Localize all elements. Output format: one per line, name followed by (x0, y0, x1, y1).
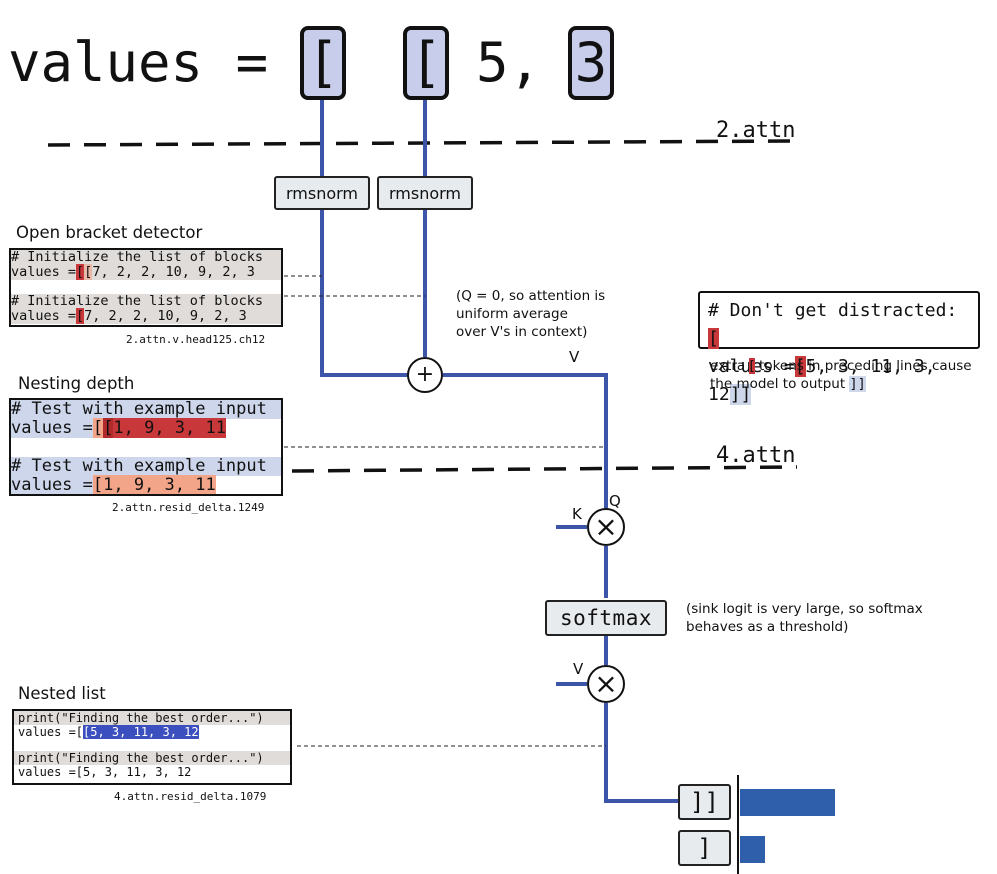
bracket-spacer (11, 280, 281, 294)
panel-depth: # Test with example input values =[[1, 9… (9, 398, 283, 496)
header-prefix: values = (8, 31, 269, 94)
distract-note-c: the model to output (710, 376, 850, 392)
layer-separator-2attn (47, 139, 798, 147)
depth-spacer (11, 438, 281, 457)
sink-note-line-1: (sink logit is very large, so softmax (686, 601, 923, 617)
bracket-row-2b: values =[7, 2, 2, 10, 9, 2, 3 (11, 308, 281, 324)
distract-line-1: # Don't get distracted: [ (708, 297, 970, 353)
bracket-row-2a: # Initialize the list of blocks (11, 294, 281, 309)
multiply-node-v: × (587, 665, 625, 703)
multiply-node-qk: × (587, 508, 625, 546)
distract-line-2-end: ]] (729, 384, 752, 405)
q-label: Q (609, 492, 621, 510)
distract-line-1-hl: [ (708, 328, 719, 349)
distract-note-hl: [ (749, 358, 755, 374)
panel-title-bracket: Open bracket detector (16, 223, 203, 242)
depth-row-2a: # Test with example input (11, 457, 281, 476)
distract-line-2-hl: [ (794, 356, 806, 377)
depth-row-2b-prefix: values = (11, 475, 93, 495)
nested-row-1a: print("Finding the best order...") (14, 711, 290, 725)
depth-row-2b-hl2: 1, 9, 3, 11 (103, 475, 216, 495)
distract-note-b: tokens in preceding lines cause (754, 358, 972, 374)
q-zero-note: (Q = 0, so attention is uniform average … (456, 287, 605, 341)
distract-line-1-text: # Don't get distracted: (708, 300, 958, 321)
bracket-row-1b-hl1: [ (76, 264, 85, 280)
depth-row-1b-hl2: [ (103, 418, 114, 438)
nested-row-1b: values =[[5, 3, 11, 3, 12 (14, 725, 290, 739)
panel-bracket: # Initialize the list of blocks values =… (9, 248, 283, 327)
rmsnorm-box-right: rmsnorm (377, 176, 473, 210)
depth-row-1b-prefix: values = (11, 418, 93, 438)
depth-row-2b: values =[1, 9, 3, 11 (11, 475, 281, 495)
token-open-bracket-2[interactable]: [ (403, 26, 449, 100)
layer-separator-4attn (291, 465, 798, 473)
wire-v-path (443, 373, 608, 508)
bracket-row-1b-rest: 7, 2, 2, 10, 9, 2, 3 (92, 264, 255, 280)
v-label-top: V (569, 348, 580, 366)
bracket-row-1a: # Initialize the list of blocks (11, 250, 281, 265)
q-zero-note-line-1: (Q = 0, so attention is (456, 288, 606, 304)
distract-note-a: extra (710, 358, 750, 374)
depth-row-1b: values =[[1, 9, 3, 11 (11, 418, 281, 438)
q-zero-note-line-3: over V's in context) (456, 324, 588, 340)
token-open-bracket-1[interactable]: [ (300, 26, 346, 100)
bracket-row-1b-prefix: values = (11, 264, 77, 280)
k-label: K (572, 505, 582, 523)
sink-note: (sink logit is very large, so softmax be… (686, 600, 923, 636)
bracket-row-2b-rest: 7, 2, 2, 10, 9, 2, 3 (84, 308, 247, 324)
distract-note-line-1: extra [ tokens in preceding lines cause (710, 357, 972, 375)
header-mid: 5, (476, 31, 542, 94)
wire-left-residual (320, 210, 408, 377)
panel-title-nested: Nested list (18, 684, 106, 703)
bracket-row-1b-hl2: [ (84, 264, 93, 280)
wire-output (604, 703, 678, 803)
depth-row-1a: # Test with example input (11, 400, 281, 419)
distract-line-2-rest: 5, 3, 11, 3, 12 (708, 356, 936, 405)
v-label-bottom: V (573, 660, 584, 678)
nested-row-1b-prefix: values =[ (18, 725, 84, 739)
distract-note: extra [ tokens in preceding lines cause … (710, 357, 972, 393)
bracket-row-1b: values =[[7, 2, 2, 10, 9, 2, 3 (11, 264, 281, 280)
distract-note-end: ]] (849, 376, 866, 392)
sink-note-line-2: behaves as a threshold) (686, 619, 849, 635)
caption-nested: 4.attn.resid_delta.1079 (114, 790, 267, 803)
q-zero-note-line-2: uniform average (456, 306, 568, 322)
output-prob-bar-single (740, 836, 765, 863)
nested-row-1b-hl: [5, 3, 11, 3, 12 (83, 725, 199, 739)
caption-bracket: 2.attn.v.head125.ch12 (126, 333, 266, 346)
rmsnorm-box-left: rmsnorm (274, 176, 370, 210)
depth-row-1b-hl1: [ (92, 418, 104, 438)
output-token-double-bracket[interactable]: ]] (678, 784, 731, 820)
token-three[interactable]: 3 (568, 26, 614, 100)
layer-label-top: 2.attn (716, 118, 796, 143)
add-node: + (407, 357, 443, 393)
depth-row-1b-hl3: 1, 9, 3, 11 (113, 418, 226, 438)
panel-nested: print("Finding the best order...") value… (12, 709, 292, 785)
output-token-single-bracket[interactable]: ] (678, 830, 731, 866)
distract-example-box: # Don't get distracted: [ values =[5, 3,… (698, 291, 980, 405)
bracket-row-2b-hl: [ (76, 308, 85, 324)
output-prob-bar-double (740, 789, 835, 816)
distract-note-line-2: the model to output ]] (710, 375, 972, 393)
depth-row-2b-hl1: [ (92, 475, 104, 495)
nested-row-2b: values =[5, 3, 11, 3, 12 (18, 765, 192, 779)
distract-line-2: values =[5, 3, 11, 3, 12]] (708, 353, 970, 409)
nested-spacer (14, 739, 290, 751)
panel-title-depth: Nesting depth (18, 374, 135, 393)
nested-row-2a: print("Finding the best order...") (14, 751, 290, 765)
bracket-row-2b-prefix: values = (11, 308, 77, 324)
layer-label-bottom: 4.attn (716, 443, 796, 468)
softmax-box: softmax (545, 600, 667, 636)
caption-depth: 2.attn.resid_delta.1249 (112, 501, 265, 514)
